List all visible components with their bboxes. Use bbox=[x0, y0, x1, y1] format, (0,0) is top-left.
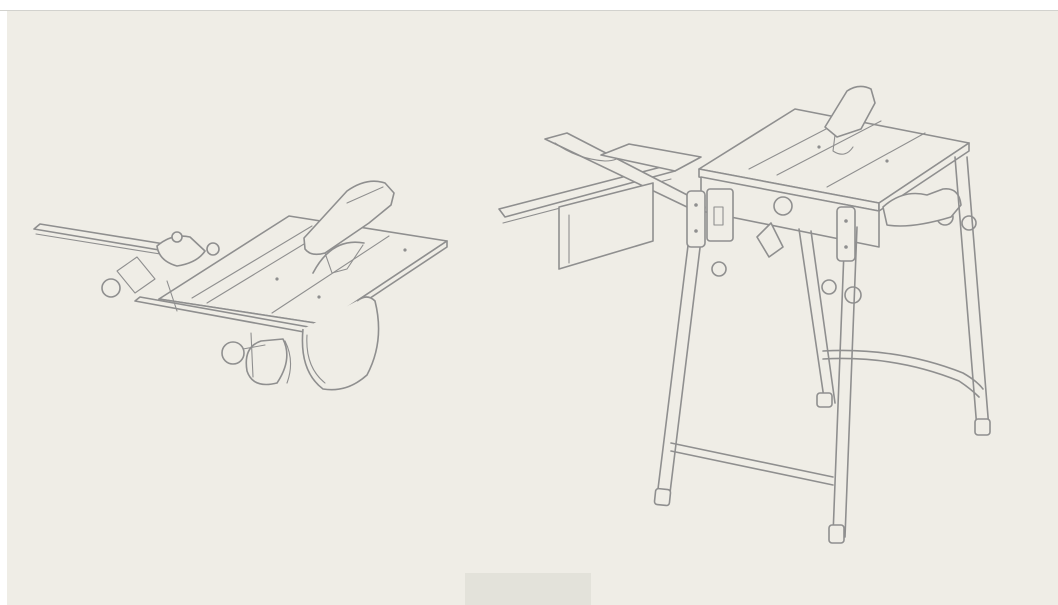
table-saw-on-stand-icon bbox=[498, 85, 991, 544]
pager-tab[interactable] bbox=[465, 573, 591, 605]
product-image-stage bbox=[7, 11, 1058, 605]
top-divider bbox=[0, 0, 1058, 11]
benchtop-table-saw-icon bbox=[33, 180, 448, 391]
